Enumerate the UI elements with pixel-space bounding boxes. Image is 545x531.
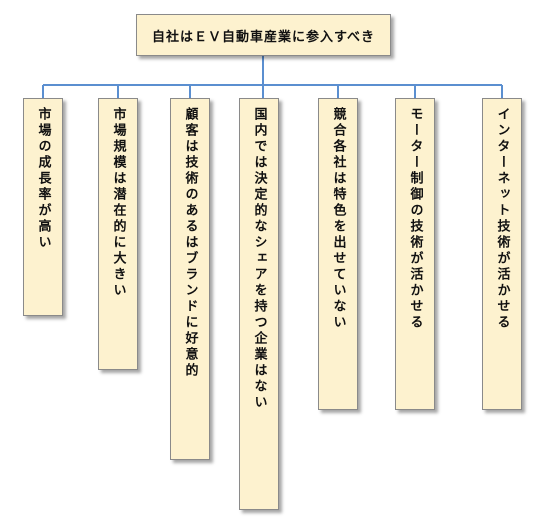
child-node-2: 市場規模は潜在的に大きい [98,98,138,370]
child-node-5: 競合各社は特色を出せていない [318,98,358,410]
root-node: 自社はＥＶ自動車産業に参入すべき [136,14,391,56]
child-node-1: 市場の成長率が高い [23,98,63,316]
child-node-1-label: 市場の成長率が高い [35,107,51,251]
child-node-6: モーター制御の技術が活かせる [395,98,435,410]
child-node-7: インターネット技術が活かせる [482,98,522,410]
child-node-3: 顧客は技術のあるはブランドに好意的 [170,98,210,460]
root-node-label: 自社はＥＶ自動車産業に参入すべき [151,29,376,45]
child-node-3-label: 顧客は技術のあるはブランドに好意的 [182,107,198,379]
child-node-4-label: 国内では決定的なシェアを持つ企業はない [251,107,267,411]
child-node-4: 国内では決定的なシェアを持つ企業はない [239,98,279,510]
child-node-2-label: 市場規模は潜在的に大きい [110,107,126,299]
child-node-5-label: 競合各社は特色を出せていない [330,107,346,331]
child-node-7-label: インターネット技術が活かせる [494,107,510,331]
child-node-6-label: モーター制御の技術が活かせる [407,107,423,331]
